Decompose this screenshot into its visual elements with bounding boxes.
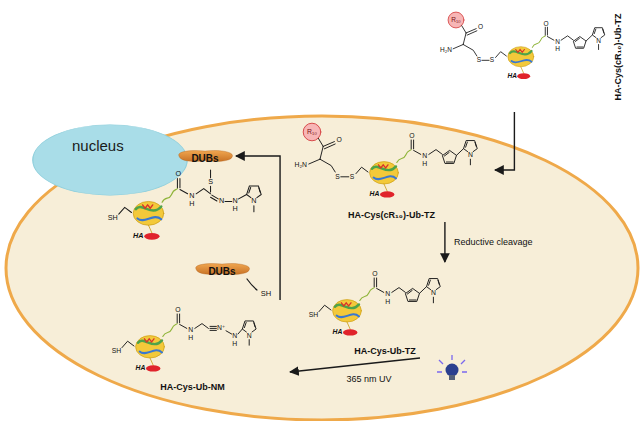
atom-label: H [422,161,427,168]
atom-label: SH [112,347,121,354]
atom-label: O [409,133,414,140]
atom-label: N [422,153,427,160]
group-label: R₁₀ [307,129,317,136]
atom-label: O [175,307,180,314]
atom-label: O [175,171,181,178]
atom-label: N [188,327,193,334]
probe-thiol [319,278,440,336]
probe-outside [448,12,605,79]
nucleus-shape: nucleus [32,124,188,196]
tag-label: HA [332,329,342,336]
reaction-arrow [236,156,280,300]
atom-label: O [543,20,548,27]
organelle-label: nucleus [72,138,124,153]
atom-label: N [219,198,224,205]
atom-label: N [431,290,436,297]
uv-lamp [437,355,467,380]
cell-membrane [6,116,638,420]
dub-thiol-bond [247,279,257,290]
compound-group: HA-Cys(cR₁₀)-Ub-TZ [436,2,632,112]
group-label: R₁₀ [451,17,461,24]
probe-inside [303,123,477,197]
nucleus-outline [32,124,188,196]
atom-label: O [478,24,483,31]
probe-nitrile-imine [122,314,256,372]
tag-label: HA [507,73,516,80]
edge-label: 365 nm UV [344,375,393,384]
atom-label: N⁺ [217,325,226,332]
atom-label: H [188,335,193,342]
atom-label: H₂N [440,46,452,53]
compound-group: HA-Cys(cR₁₀)-Ub-TZ [288,118,495,222]
edge-label: Reductive cleavage [452,238,535,247]
enzyme-label: DUBs [191,154,218,159]
enzyme-shape: DUBs [191,262,253,276]
atom-label: N [555,38,560,45]
compound-group: HA-Cys-Ub-NM [95,300,290,394]
reaction-arrow [290,358,420,372]
tag-label: HA [369,191,379,198]
atom-label: S [335,173,340,180]
atom-label: H [555,46,560,53]
atom-label: SH [108,214,118,221]
compound-name: HA-Cys-Ub-TZ [354,347,416,356]
atom-label: O [337,137,342,144]
atom-label: N [189,192,194,199]
compound-name: HA-Cys(cR₁₀)-Ub-TZ [348,211,435,220]
atom-label: SH [309,311,318,318]
atom-label: O [372,271,377,278]
reaction-arrow [495,112,514,170]
atom-label: N [468,152,473,159]
atom-label: N [247,332,252,339]
atom-label: S [477,57,481,64]
compound-name: HA-Cys(cR₁₀)-Ub-TZ [614,14,623,101]
atom-label: N [385,291,390,298]
atom-label: S [208,178,213,185]
atom-label: S [350,173,355,180]
tag-label: HA [133,233,143,240]
atom-label: S [490,57,494,64]
atom-label: H₂N [295,161,307,168]
molecules [119,12,605,372]
atom-label: N [596,38,601,45]
enzyme-shape: DUBs [174,149,236,163]
tag-label: HA [135,365,145,372]
atom-label: N [232,333,237,340]
atom-label: N [233,198,238,205]
atom-label: H [233,205,238,212]
atom-label: H [232,340,237,347]
reaction-arrow [444,222,445,262]
compound-name: HA-Cys-Ub-NM [160,383,225,392]
atom-label: SH [261,290,271,298]
atom-label: H [189,200,194,207]
enzyme-label: DUBs [208,267,235,272]
compound-group: HA-Cys-Ub-TZ [300,262,470,358]
atom-label: N [251,198,256,205]
atom-label: H [385,299,390,306]
